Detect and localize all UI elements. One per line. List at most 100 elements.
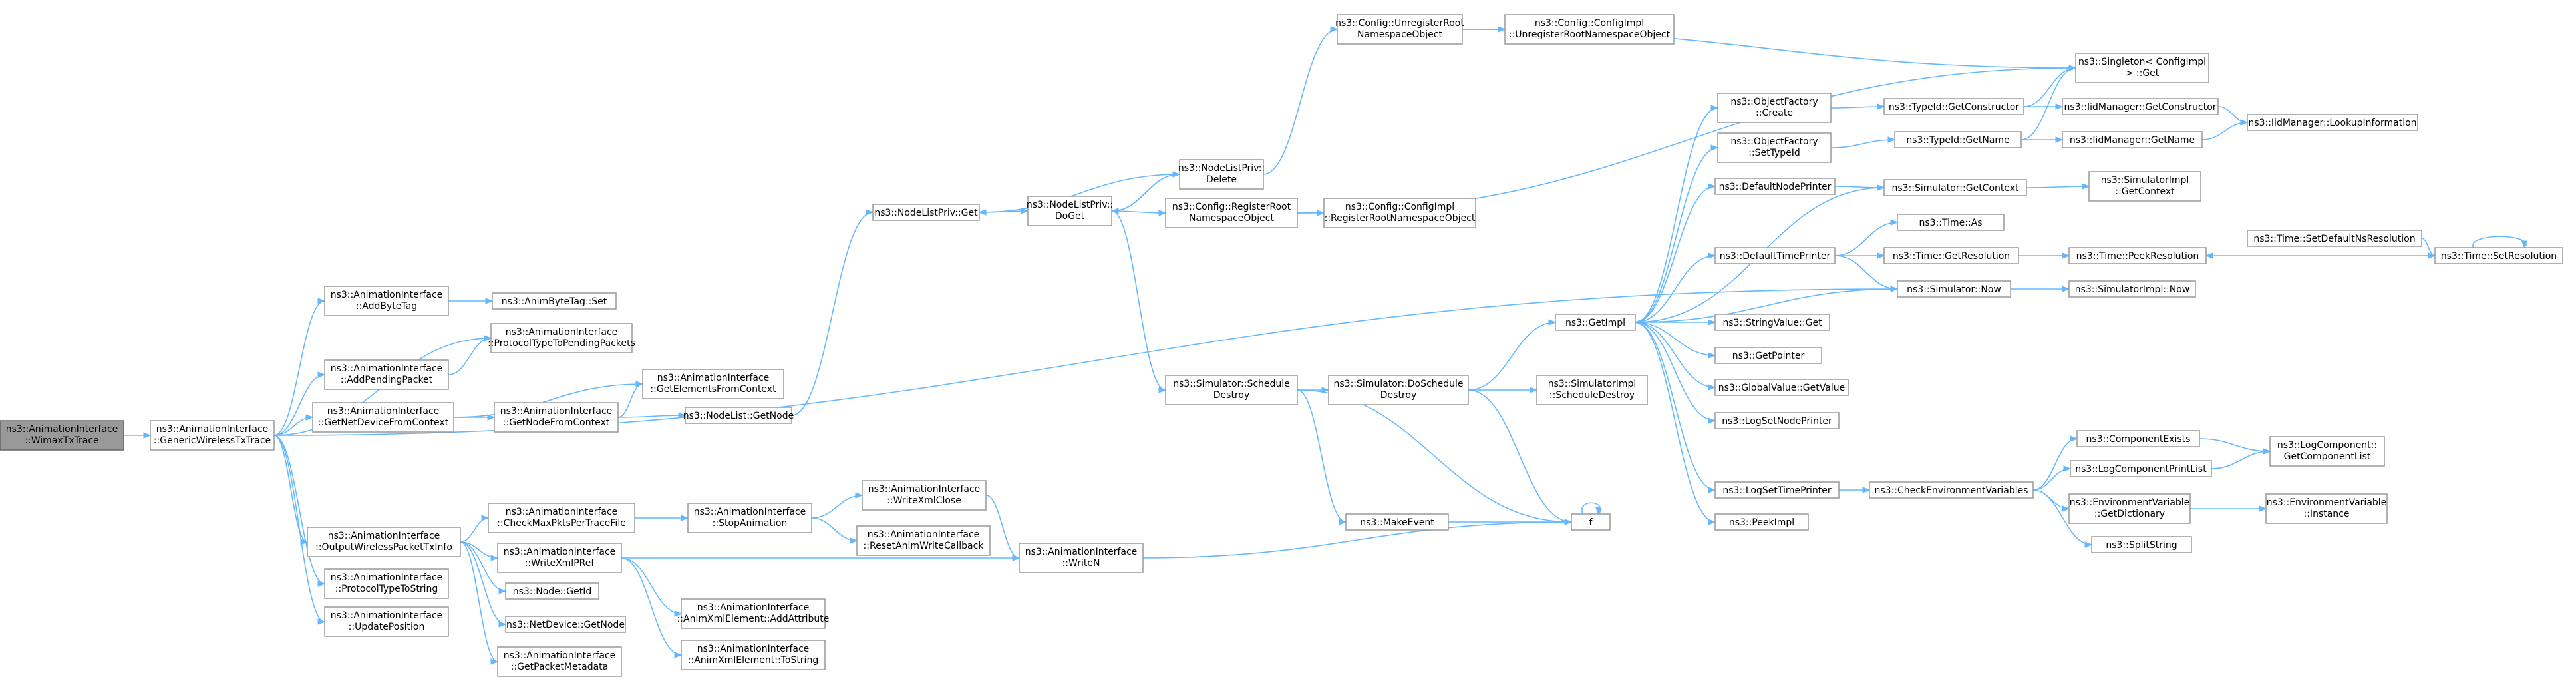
- node-writexmlpref[interactable]: ns3::AnimationInterface::WriteXmlPRef: [497, 543, 622, 573]
- node-envinstance[interactable]: ns3::EnvironmentVariable::Instance: [2265, 493, 2388, 524]
- node-ptpp[interactable]: ns3::AnimationInterface::ProtocolTypeToP…: [488, 323, 635, 353]
- node-timeas[interactable]: ns3::Time::As: [1897, 214, 2005, 231]
- node-simimplsched[interactable]: ns3::SimulatorImpl::ScheduleDestroy: [1536, 375, 1648, 405]
- node-animbytetagset[interactable]: ns3::AnimByteTag::Set: [492, 292, 617, 310]
- node-box: [324, 606, 449, 637]
- node-nodelistprivget[interactable]: ns3::NodeListPriv::Get: [872, 204, 980, 221]
- node-typeidgetctor[interactable]: ns3::TypeId::GetConstructor: [1883, 98, 2024, 115]
- node-label: ::SetTypeId: [1748, 148, 1800, 158]
- node-getpktmeta[interactable]: ns3::AnimationInterface::GetPacketMetada…: [497, 646, 622, 677]
- node-label: ns3::Time::As: [1919, 218, 1982, 228]
- edge-simgetcontext-to-simimplgetcontext: [2026, 183, 2090, 190]
- node-typeidgetname[interactable]: ns3::TypeId::GetName: [1894, 131, 2022, 148]
- node-getelements[interactable]: ns3::AnimationInterface::GetElementsFrom…: [642, 369, 784, 399]
- node-outputwpti[interactable]: ns3::AnimationInterface::OutputWirelessP…: [307, 527, 461, 557]
- node-defaultnodeprinter[interactable]: ns3::DefaultNodePrinter: [1714, 178, 1836, 195]
- node-envgetdict[interactable]: ns3::EnvironmentVariable::GetDictionary: [2068, 493, 2191, 524]
- node-makeevent[interactable]: ns3::MakeEvent: [1345, 513, 1449, 531]
- node-stopanim[interactable]: ns3::AnimationInterface::StopAnimation: [687, 503, 812, 533]
- node-simimplnow[interactable]: ns3::SimulatorImpl::Now: [2068, 280, 2196, 298]
- node-doget[interactable]: ns3::NodeListPriv::DoGet: [1027, 196, 1113, 226]
- node-addpending[interactable]: ns3::AnimationInterface::AddPendingPacke…: [324, 359, 449, 390]
- node-simnow[interactable]: ns3::Simulator::Now: [1897, 280, 2011, 298]
- node-objfactsettype[interactable]: ns3::ObjectFactory::SetTypeId: [1717, 132, 1832, 163]
- node-cfgimplunreg[interactable]: ns3::Config::ConfigImpl::UnregisterRootN…: [1504, 14, 1675, 45]
- node-stringvalueget[interactable]: ns3::StringValue::Get: [1714, 314, 1830, 331]
- node-defaulttimeprinter[interactable]: ns3::DefaultTimePrinter: [1714, 247, 1836, 264]
- node-simgetcontext[interactable]: ns3::Simulator::GetContext: [1883, 179, 2027, 196]
- node-label: ns3::LogSetNodePrinter: [1722, 416, 1832, 427]
- node-idmgrgetctor[interactable]: ns3::IidManager::GetConstructor: [2062, 98, 2219, 115]
- node-box: [2062, 98, 2219, 115]
- node-box: [2434, 247, 2563, 264]
- node-schedoestroy[interactable]: ns3::Simulator::ScheduleDestroy: [1165, 375, 1298, 405]
- node-box: [1897, 280, 2011, 298]
- node-label: ::WriteXmlClose: [887, 495, 961, 506]
- node-timepeekres[interactable]: ns3::Time::PeekResolution: [2068, 247, 2207, 264]
- node-idmgrlookup[interactable]: ns3::IidManager::LookupInformation: [2247, 114, 2418, 131]
- node-label: ns3::Simulator::Now: [1907, 284, 2001, 295]
- node-label: ns3::AnimationInterface: [156, 424, 269, 435]
- node-label: ns3::NodeListPriv::Get: [874, 208, 978, 218]
- node-box: [307, 527, 461, 557]
- node-peekimpl[interactable]: ns3::PeekImpl: [1714, 513, 1809, 531]
- node-logcomplist[interactable]: ns3::LogComponent::GetComponentList: [2269, 436, 2385, 467]
- node-getnodefromctx[interactable]: ns3::AnimationInterface::GetNodeFromCont…: [494, 402, 619, 433]
- node-singleton[interactable]: ns3::Singleton< ConfigImpl> ::Get: [2075, 53, 2209, 83]
- node-addbytetag[interactable]: ns3::AnimationInterface::AddByteTag: [324, 286, 449, 316]
- node-label: ns3::AnimationInterface: [868, 484, 981, 495]
- node-splitstring[interactable]: ns3::SplitString: [2091, 536, 2192, 553]
- node-timesetdefault[interactable]: ns3::Time::SetDefaultNsResolution: [2247, 230, 2422, 247]
- node-label: ::WimaxTxTrace: [25, 435, 98, 446]
- node-netdevgetnode[interactable]: ns3::NetDevice::GetNode: [505, 616, 626, 633]
- node-timegetres[interactable]: ns3::Time::GetResolution: [1883, 247, 2019, 264]
- node-writexmlclose[interactable]: ns3::AnimationInterface::WriteXmlClose: [862, 480, 987, 511]
- node-box: [1536, 375, 1648, 405]
- node-box: [312, 402, 454, 433]
- node-box: [2265, 493, 2388, 524]
- node-unregroot[interactable]: ns3::Config::UnregisterRootNamespaceObje…: [1335, 14, 1464, 45]
- node-tostring[interactable]: ns3::AnimationInterface::AnimXmlElement:…: [681, 640, 826, 670]
- node-logcompprint[interactable]: ns3::LogComponentPrintList: [2070, 460, 2212, 477]
- node-regroot[interactable]: ns3::Config::RegisterRootNamespaceObject: [1165, 198, 1298, 228]
- node-box: [497, 543, 622, 573]
- node-objfactcreate[interactable]: ns3::ObjectFactory::Create: [1717, 93, 1832, 123]
- node-label: ns3::CheckEnvironmentVariables: [1875, 485, 2028, 496]
- node-checkmaxpkts[interactable]: ns3::AnimationInterface::CheckMaxPktsPer…: [488, 503, 635, 533]
- node-f[interactable]: f: [1571, 513, 1611, 531]
- node-generic[interactable]: ns3::AnimationInterface::GenericWireless…: [150, 420, 275, 451]
- node-timesetres[interactable]: ns3::Time::SetResolution: [2434, 247, 2563, 264]
- node-label: ns3::AnimationInterface: [331, 572, 443, 583]
- node-updatepos[interactable]: ns3::AnimationInterface::UpdatePosition: [324, 606, 449, 637]
- node-writen[interactable]: ns3::AnimationInterface::WriteN: [1019, 543, 1144, 573]
- node-box: [150, 420, 275, 451]
- node-label: ::AddPendingPacket: [341, 375, 433, 385]
- node-globalvalueget[interactable]: ns3::GlobalValue::GetValue: [1714, 379, 1849, 396]
- node-box: [681, 640, 826, 670]
- edge-getimpl-to-logsetnodeprinter: [1635, 322, 1716, 424]
- node-cfgimplreg[interactable]: ns3::Config::ConfigImpl::RegisterRootNam…: [1323, 198, 1476, 228]
- node-resetanim[interactable]: ns3::AnimationInterface::ResetAnimWriteC…: [856, 525, 991, 556]
- node-ptts[interactable]: ns3::AnimationInterface::ProtocolTypeToS…: [324, 568, 449, 599]
- node-simimplgetcontext[interactable]: ns3::SimulatorImpl::GetContext: [2088, 171, 2201, 202]
- node-box: [687, 503, 812, 533]
- node-wimax[interactable]: ns3::AnimationInterface::WimaxTxTrace: [0, 420, 124, 451]
- edge-objfactsettype-to-typeidgetname: [1830, 136, 1896, 148]
- node-nlpdelete[interactable]: ns3::NodeListPriv::Delete: [1178, 159, 1265, 190]
- node-getnetdevice[interactable]: ns3::AnimationInterface::GetNetDeviceFro…: [312, 402, 454, 433]
- node-logsetnodeprinter[interactable]: ns3::LogSetNodePrinter: [1714, 412, 1840, 429]
- node-idmgrgetname[interactable]: ns3::IidManager::GetName: [2062, 131, 2203, 148]
- node-box: [1714, 347, 1822, 364]
- node-label: ns3::TypeId::GetConstructor: [1889, 102, 2019, 113]
- node-checkenv[interactable]: ns3::CheckEnvironmentVariables: [1869, 481, 2034, 499]
- node-compexists[interactable]: ns3::ComponentExists: [2076, 430, 2200, 447]
- node-nodegetid[interactable]: ns3::Node::GetId: [505, 582, 599, 600]
- node-label: ns3::ObjectFactory: [1730, 136, 1818, 147]
- node-nodelistgetnode[interactable]: ns3::NodeList::GetNode: [683, 407, 794, 424]
- node-getimpl[interactable]: ns3::GetImpl: [1555, 314, 1636, 331]
- node-getpointer[interactable]: ns3::GetPointer: [1714, 347, 1822, 364]
- edge-stopanim-to-writexmlclose: [811, 492, 864, 519]
- node-addattr[interactable]: ns3::AnimationInterface::AnimXmlElement:…: [677, 598, 830, 629]
- node-logsettimeprinter[interactable]: ns3::LogSetTimePrinter: [1714, 481, 1840, 499]
